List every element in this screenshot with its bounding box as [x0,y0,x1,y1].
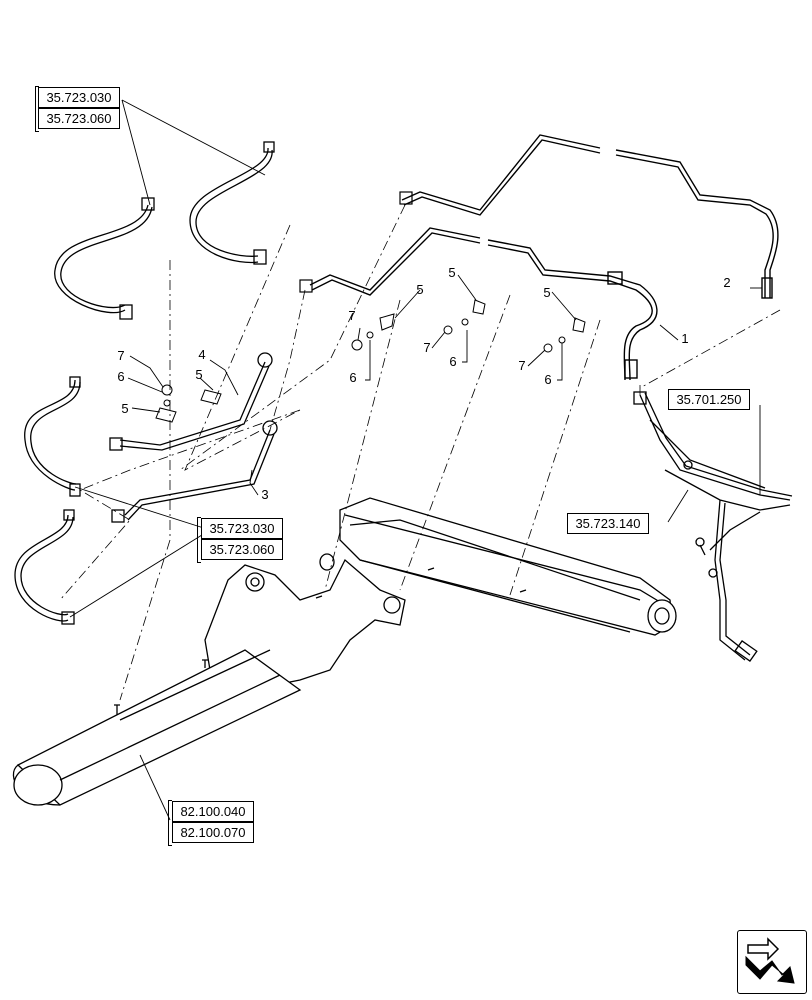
dash-lines [59,204,781,701]
ref-label-upper-left-1[interactable]: 35.723.030 [38,87,120,108]
next-page-arrow-icon[interactable] [737,930,807,994]
callout-6: 6 [349,370,357,385]
callout-7: 7 [117,348,125,363]
callout-6: 6 [449,354,457,369]
callout-5: 5 [195,367,203,382]
callout-6: 6 [544,372,552,387]
ref-label-middle-1[interactable]: 35.723.030 [201,518,283,539]
ref-label-right-upper[interactable]: 35.701.250 [668,389,750,410]
callout-7: 7 [518,358,526,373]
ref-label-bottom-2[interactable]: 82.100.070 [172,822,254,843]
callout-1: 1 [681,331,689,346]
callout-4: 4 [198,347,206,362]
hose-bundle-right [633,391,793,662]
callout-6: 6 [117,369,125,384]
callout-7: 7 [423,340,431,355]
fitting [299,279,313,293]
callout-7: 7 [348,308,356,323]
callout-5: 5 [448,265,456,280]
steel-tube-2 [401,134,779,299]
callout-5: 5 [543,285,551,300]
ref-label-middle-2[interactable]: 35.723.060 [201,539,283,560]
ref-bracket-upper-left [35,86,39,132]
ref-bracket-middle [197,517,201,563]
callout-3: 3 [261,487,269,502]
ref-bracket-bottom [168,800,172,846]
leader-lines [69,99,762,821]
ref-label-upper-left-2[interactable]: 35.723.060 [38,108,120,129]
tube-3 [111,420,278,523]
callout-5: 5 [121,401,129,416]
boom-arm [12,497,677,806]
fitting [399,191,413,205]
ref-label-right-lower[interactable]: 35.723.140 [567,513,649,534]
ref-label-bottom-1[interactable]: 82.100.040 [172,801,254,822]
steel-tube-1 [309,227,658,381]
callout-2: 2 [723,275,731,290]
tube-4 [109,352,273,451]
callout-5: 5 [416,282,424,297]
